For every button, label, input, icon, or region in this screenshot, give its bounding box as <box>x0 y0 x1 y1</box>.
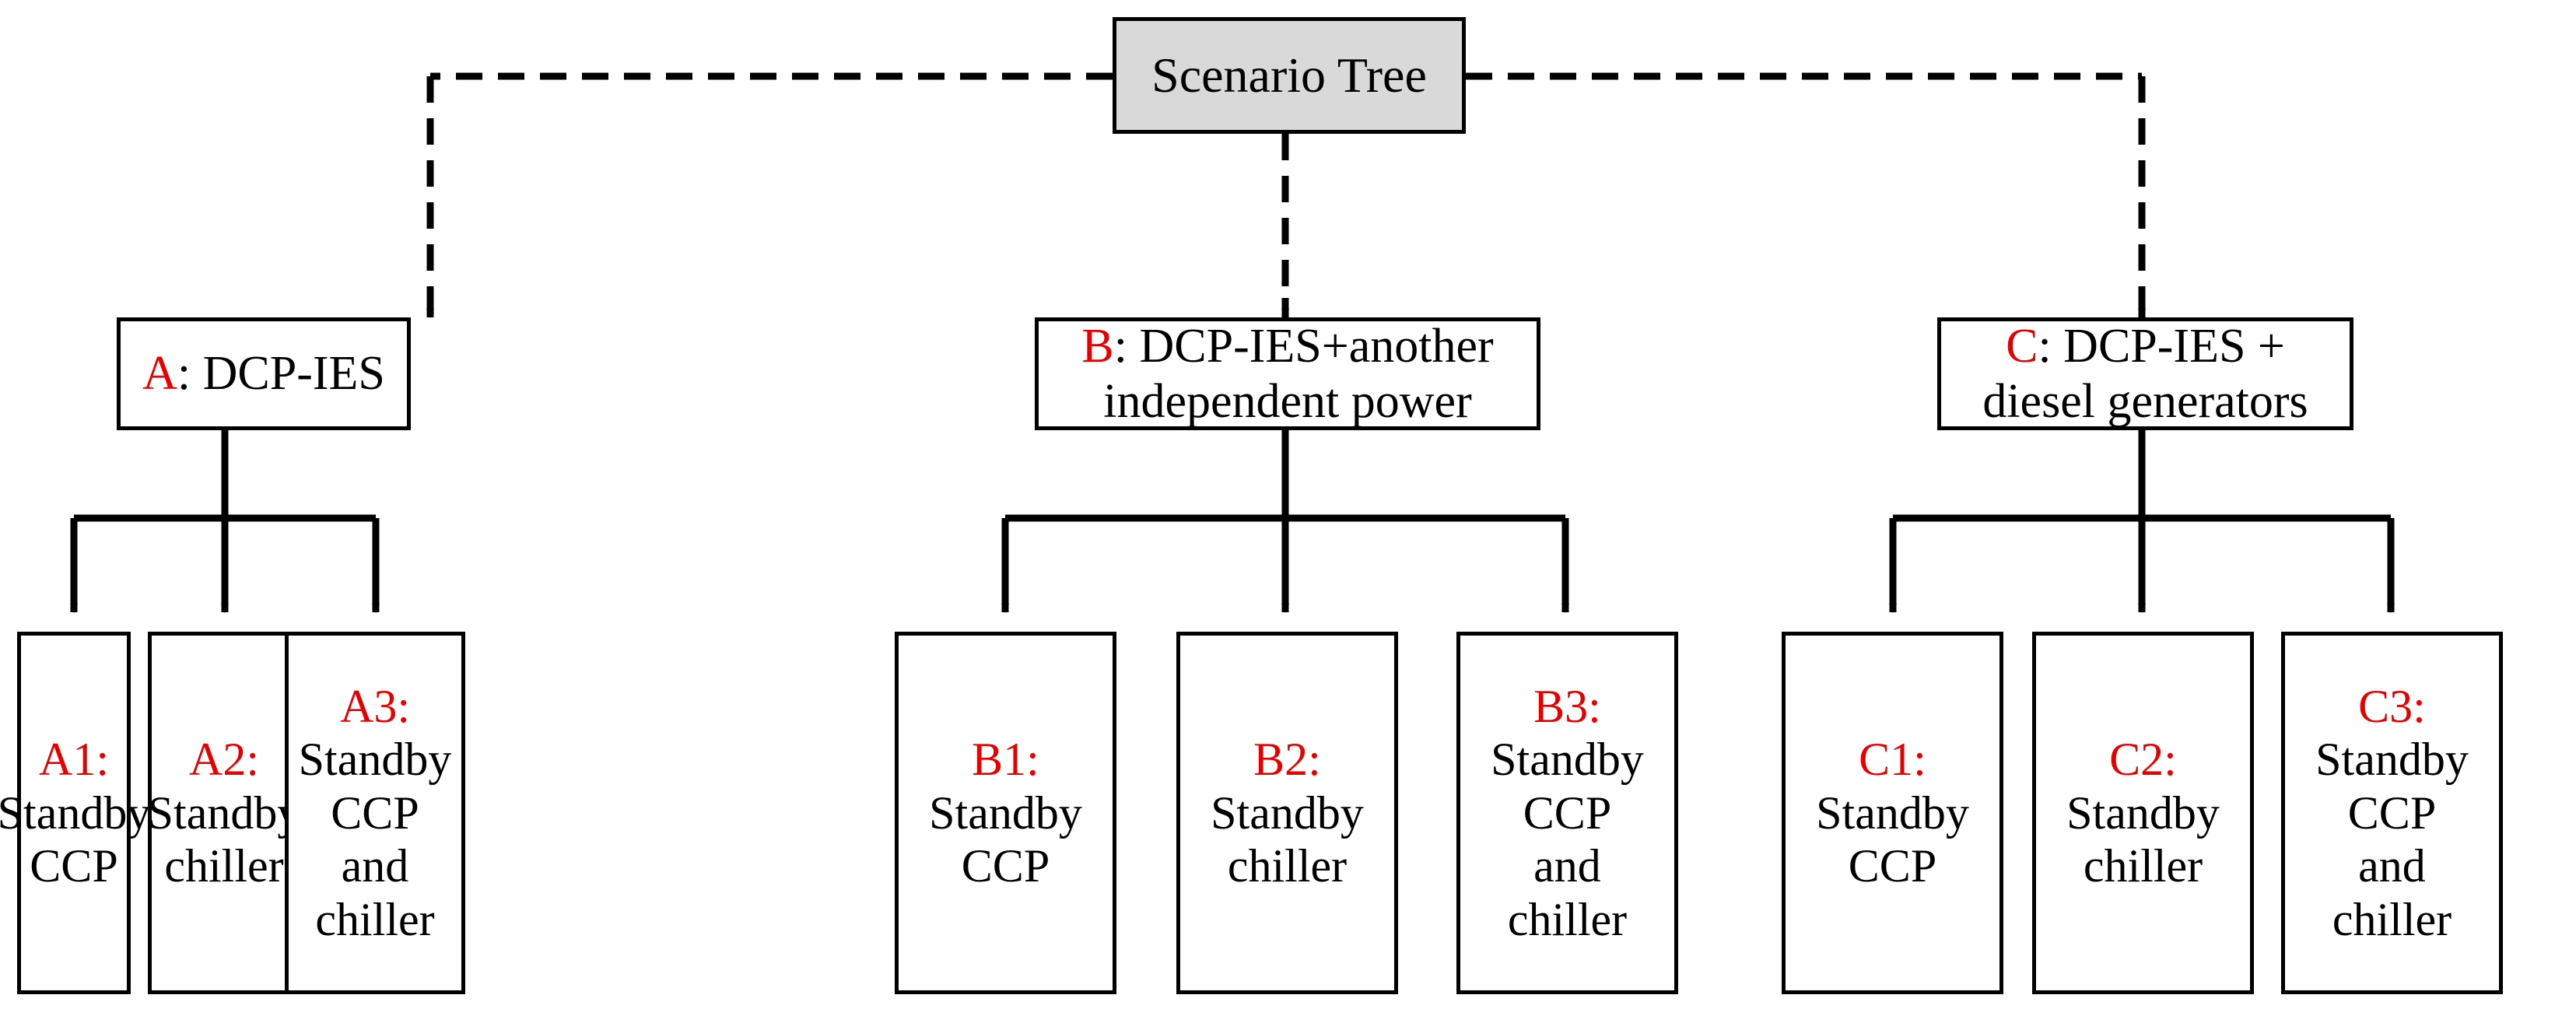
node-a-tag: A <box>142 347 177 401</box>
node-c-text: : DCP-IES + <box>2038 319 2285 373</box>
node-c1-line-1: Standby <box>1816 787 1969 839</box>
node-b2[interactable]: B2: Standby chiller <box>1176 632 1398 994</box>
node-b2-line-2: chiller <box>1227 840 1348 892</box>
node-a1-line-1: Standby <box>0 787 151 839</box>
node-a3-line-4: chiller <box>315 893 435 945</box>
branch-solid-connectors <box>70 430 2395 613</box>
node-b-label-line1: B: DCP-IES+another <box>1081 319 1493 374</box>
node-b3-line-2: CCP <box>1523 787 1612 839</box>
node-b3-tag: B3: <box>1533 681 1601 733</box>
node-scenario-tree[interactable]: Scenario Tree <box>1113 17 1466 134</box>
node-c3[interactable]: C3: Standby CCP and chiller <box>2281 632 2503 994</box>
node-b1[interactable]: B1: Standby CCP <box>895 632 1116 994</box>
node-a2-line-2: chiller <box>164 840 284 892</box>
node-a3-line-2: CCP <box>331 787 419 839</box>
node-c2[interactable]: C2: Standby chiller <box>2032 632 2254 994</box>
node-c3-line-2: CCP <box>2347 787 2437 839</box>
node-b[interactable]: B: DCP-IES+another independent power <box>1035 317 1540 430</box>
node-c-tag: C <box>2006 319 2038 373</box>
root-dashed-connectors <box>426 72 2146 298</box>
node-a3-line-1: Standby <box>298 734 452 786</box>
node-b2-tag: B2: <box>1253 734 1321 786</box>
node-b-text: : DCP-IES+another <box>1113 319 1494 373</box>
node-b3[interactable]: B3: Standby CCP and chiller <box>1456 632 1678 994</box>
node-c3-line-4: chiller <box>2332 893 2452 945</box>
node-a2-tag: A2: <box>189 734 259 786</box>
node-c-label-line1: C: DCP-IES + <box>2006 319 2285 374</box>
node-b2-line-1: Standby <box>1211 787 1364 839</box>
node-scenario-tree-label: Scenario Tree <box>1151 47 1427 103</box>
node-c3-tag: C3: <box>2358 681 2426 733</box>
node-b3-line-1: Standby <box>1491 734 1644 786</box>
node-a1[interactable]: A1: Standby CCP <box>0 632 150 994</box>
node-c1-line-2: CCP <box>1848 840 1937 892</box>
node-c-label-line2: diesel generators <box>1982 374 2308 428</box>
node-c2-line-2: chiller <box>2083 840 2203 892</box>
node-a3-line-3: and <box>341 840 409 892</box>
node-b-label-line2: independent power <box>1103 374 1472 428</box>
node-c1-tag: C1: <box>1859 734 1926 786</box>
node-a[interactable]: A: DCP-IES <box>117 317 411 430</box>
node-b1-line-2: CCP <box>961 840 1050 892</box>
root-connector-arrowheads <box>426 298 2146 318</box>
node-a3-tag: A3: <box>340 681 410 733</box>
node-a1-tag: A1: <box>39 734 109 786</box>
node-b1-line-1: Standby <box>929 787 1082 839</box>
node-c2-line-1: Standby <box>2066 787 2220 839</box>
node-b3-line-3: and <box>1533 840 1601 892</box>
node-a2-line-1: Standby <box>147 787 301 839</box>
node-b1-tag: B1: <box>972 734 1039 786</box>
node-c3-line-3: and <box>2358 840 2426 892</box>
node-c[interactable]: C: DCP-IES + diesel generators <box>1937 317 2353 430</box>
node-c3-line-1: Standby <box>2315 734 2469 786</box>
node-a1-line-2: CCP <box>30 840 118 892</box>
node-b3-line-4: chiller <box>1507 893 1628 945</box>
node-c2-tag: C2: <box>2109 734 2177 786</box>
node-a-label: A: DCP-IES <box>142 346 385 401</box>
node-a-text: : DCP-IES <box>177 347 385 401</box>
node-a3[interactable]: A3: Standby CCP and chiller <box>285 632 465 994</box>
node-a2[interactable]: A2: Standby chiller <box>148 632 300 994</box>
node-b-tag: B <box>1081 319 1114 373</box>
node-c1[interactable]: C1: Standby CCP <box>1782 632 2003 994</box>
